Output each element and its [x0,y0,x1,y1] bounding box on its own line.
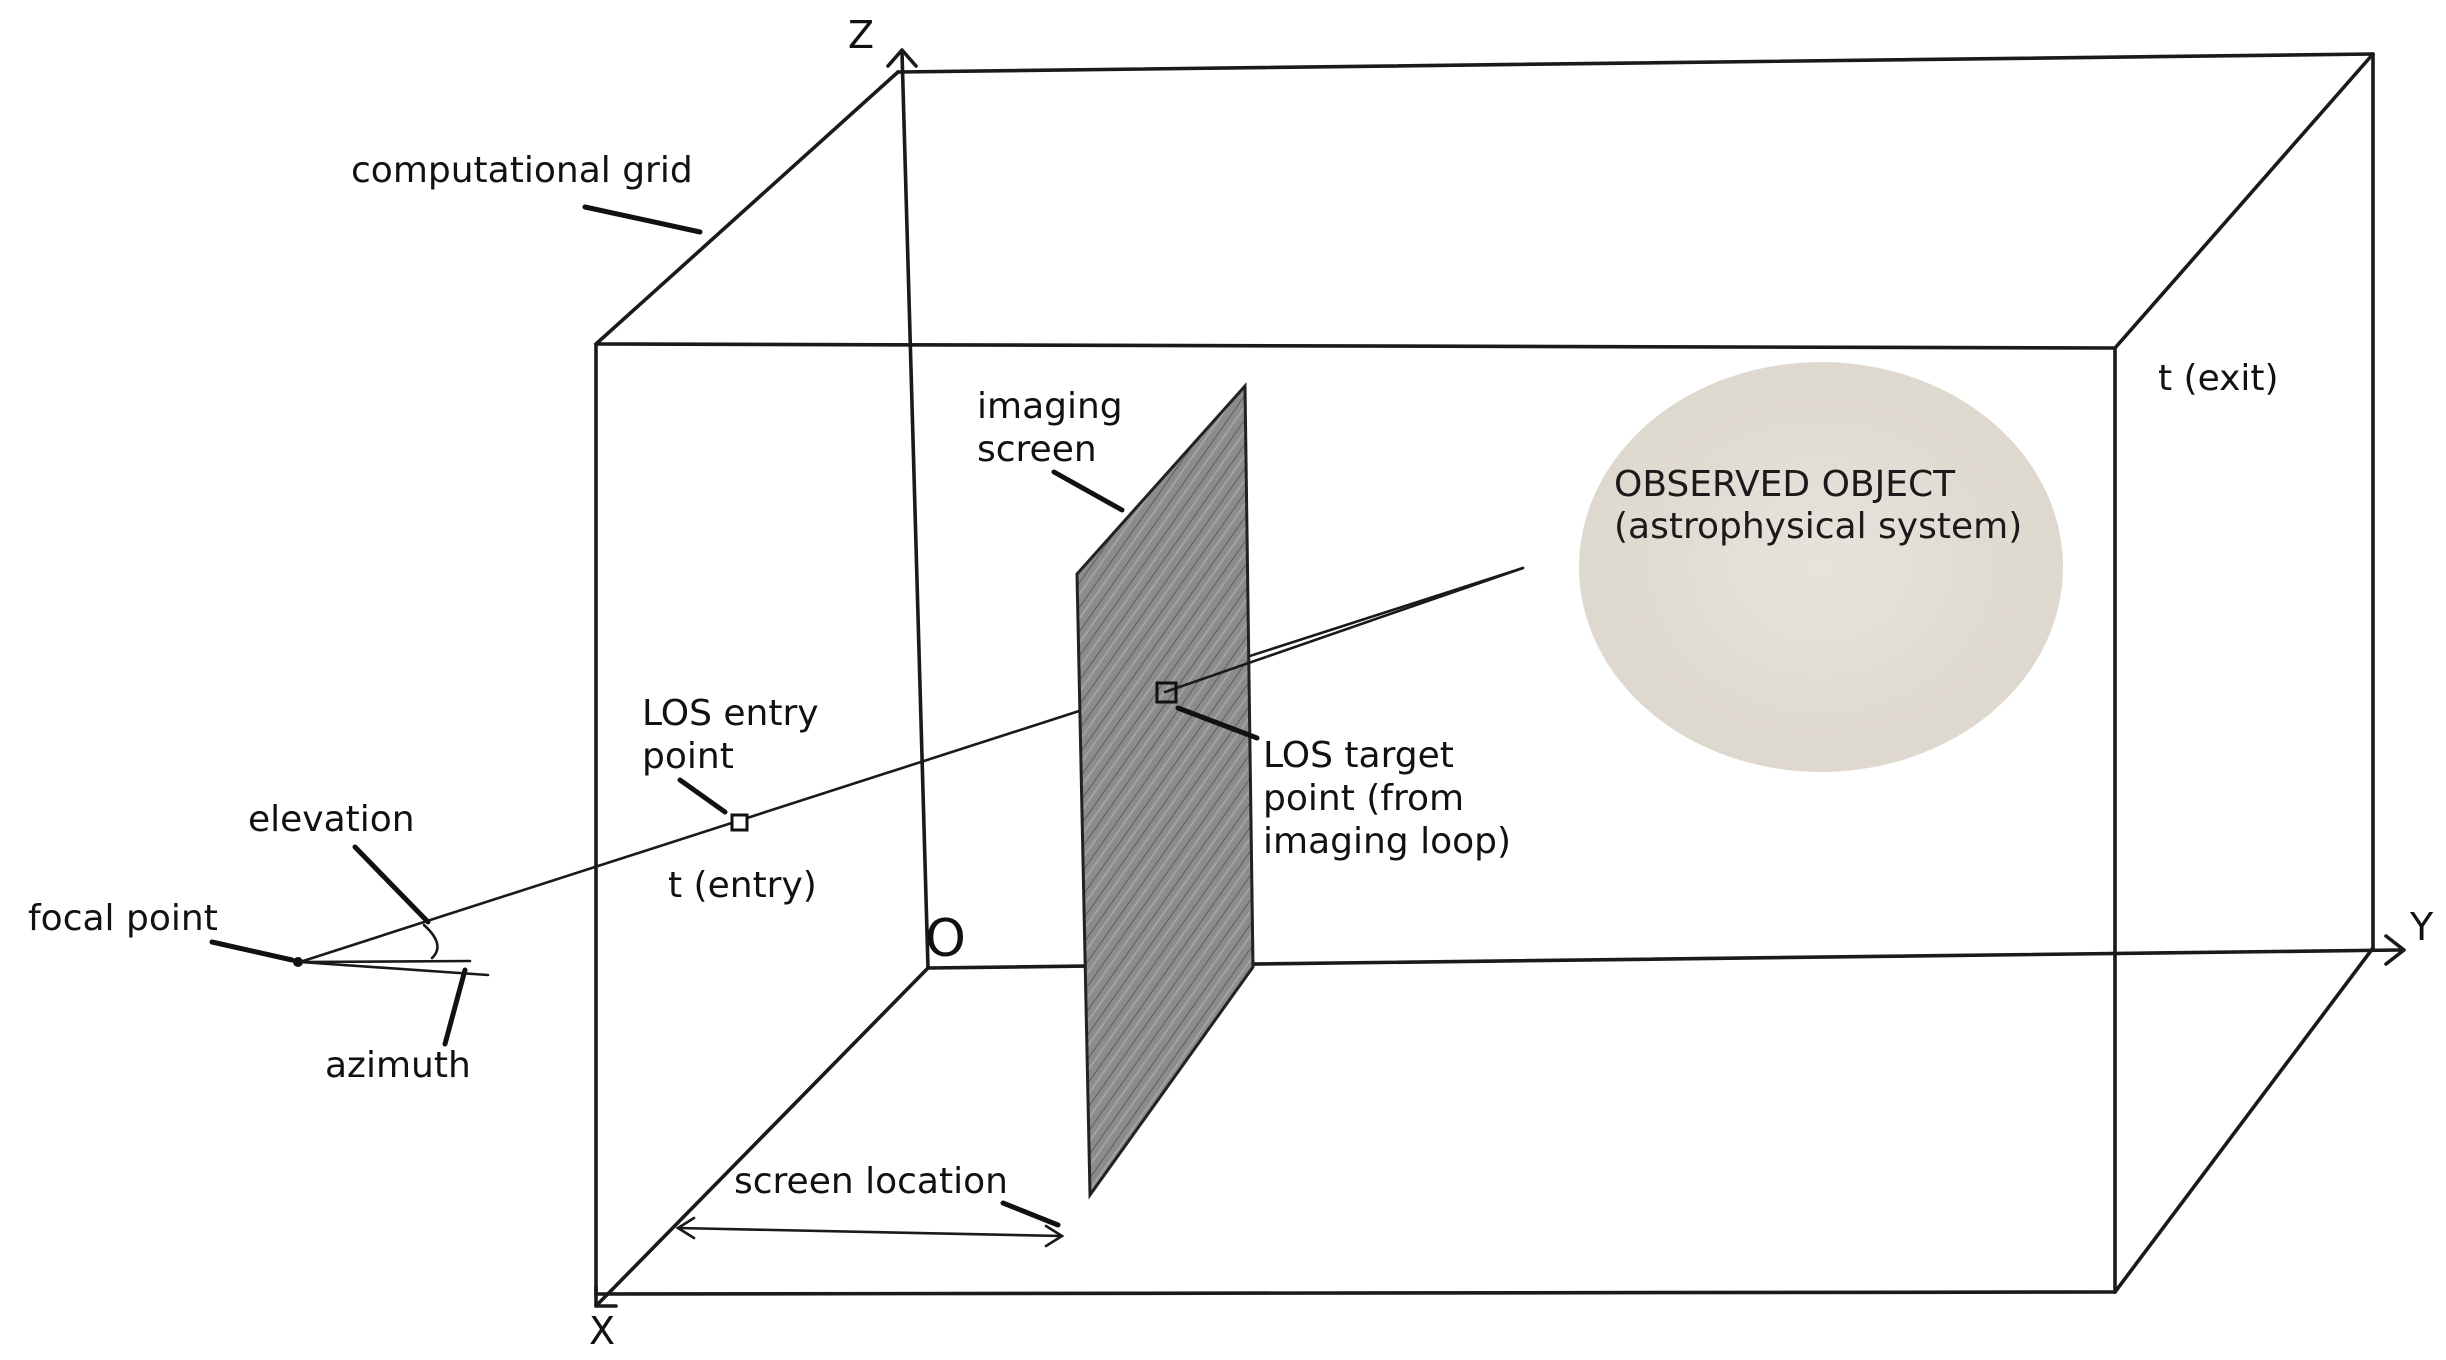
azimuth-reference-line [298,960,490,977]
azimuth-label: azimuth [325,1045,471,1086]
azimuth-reference-line-2 [298,959,472,964]
los-entry-label-line1: LOS entry [642,693,819,734]
observed-object [1579,362,2063,772]
imaging-screen-label-line1: imaging [977,386,1123,427]
screen-location-arrow [675,1216,1065,1248]
diagram-labels: computational grid imaging screen OBSERV… [28,13,2434,1353]
focal-point-label: focal point [28,898,218,939]
focal-point-marker [293,957,303,967]
x-axis-label: X [589,1309,615,1353]
screen-location-arrow-right-head [1044,1224,1065,1248]
line-of-sight [298,566,1525,964]
y-axis-label: Y [2409,905,2434,949]
los-entry-leader [677,777,728,815]
y-axis-arrowhead [2384,934,2406,966]
observed-object-label-line1: OBSERVED OBJECT [1614,464,1956,505]
elevation-leader [352,844,431,925]
los-entry-point-marker [730,813,749,832]
screen-location-leader [1000,1200,1061,1228]
z-axis-arrowhead [886,48,918,68]
los-target-label-line1: LOS target [1263,735,1454,776]
computational-grid-label: computational grid [351,150,693,191]
grid-top-left-diagonal [594,70,900,346]
grid-front-top-edge [594,342,2117,350]
grid-bottom-right-diagonal [2113,946,2375,1294]
z-axis-label: Z [848,13,874,57]
imaging-screen-leader [1051,469,1125,513]
line-of-sight-to-object [1163,566,1525,694]
t-exit-label: t (exit) [2158,358,2279,399]
focal-point-group [293,923,490,977]
t-entry-label: t (entry) [668,865,817,906]
los-target-point-marker [1155,681,1178,704]
origin-label: O [925,909,966,969]
elevation-label: elevation [248,799,415,840]
coordinate-axes [594,48,2406,1308]
focal-point-leader [209,939,295,963]
azimuth-leader [442,967,468,1047]
los-target-label-line2: point (from [1263,778,1464,819]
elevation-arc [422,923,439,960]
imaging-screen-label-line2: screen [977,429,1097,470]
screen-location-arrow-left-head [675,1216,696,1240]
los-target-leader [1175,705,1260,741]
screen-location-arrow-line [676,1226,1064,1238]
grid-front-bottom-edge [594,1290,2117,1296]
x-axis-line [594,966,930,1308]
grid-top-back-edge [896,52,2375,74]
los-target-label-line3: imaging loop) [1263,821,1511,862]
leader-lines [209,204,1260,1228]
grid-top-right-diagonal [2113,52,2375,350]
los-entry-label-line2: point [642,736,734,777]
screen-location-label: screen location [734,1161,1008,1202]
imaging-screen [1075,382,1255,1200]
computational-grid-box [594,52,2375,1296]
observed-object-label-line2: (astrophysical system) [1614,506,2022,547]
z-axis-line [900,50,930,970]
x-axis-arrowhead [594,1284,618,1308]
computational-grid-leader [582,204,703,235]
